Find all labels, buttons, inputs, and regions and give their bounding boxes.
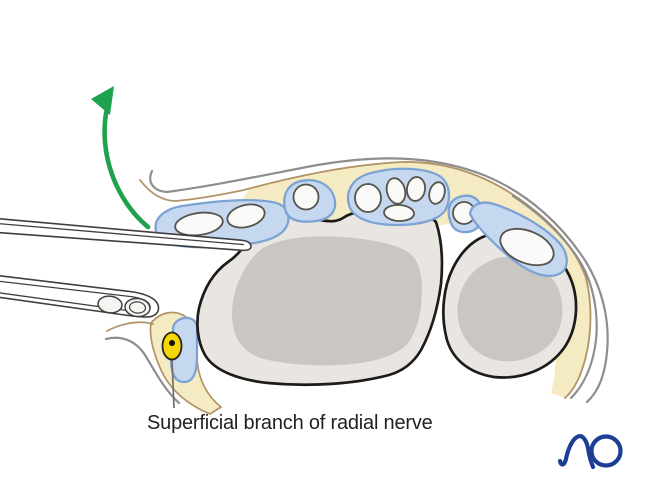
retractor-hole — [97, 295, 123, 314]
tendon — [428, 181, 446, 205]
tendon — [292, 183, 320, 211]
ao-logo — [557, 434, 623, 470]
nerve-label: Superficial branch of radial nerve — [147, 412, 433, 434]
leader-line — [171, 359, 175, 409]
tendon — [226, 203, 266, 229]
carpal-cancellous — [457, 257, 563, 362]
tendon — [354, 183, 382, 213]
elevator-instrument — [0, 217, 252, 252]
fascia-line-dorsal — [139, 161, 592, 399]
arrow-curve — [102, 102, 151, 230]
skin-outline-inner — [511, 194, 598, 400]
elevator-edge-line — [0, 223, 245, 246]
arrow-head — [91, 86, 114, 115]
radius-bone — [196, 211, 444, 387]
nerve-dot — [169, 340, 175, 346]
skin-outline-outer — [149, 157, 609, 404]
tendon — [174, 211, 224, 237]
retractor-instrument — [0, 275, 160, 318]
ao-logo-o — [589, 434, 623, 468]
retraction-arrow-icon — [91, 86, 151, 230]
ao-logo-a — [557, 434, 596, 470]
tendon — [499, 227, 555, 267]
tendon — [385, 177, 407, 205]
tendon — [383, 204, 415, 222]
retractor-hole-rim — [128, 301, 147, 314]
skin-edge-volar — [104, 336, 181, 405]
radius-cancellous — [232, 236, 422, 366]
tendon — [406, 176, 426, 202]
fascia-line-volar — [106, 321, 154, 332]
